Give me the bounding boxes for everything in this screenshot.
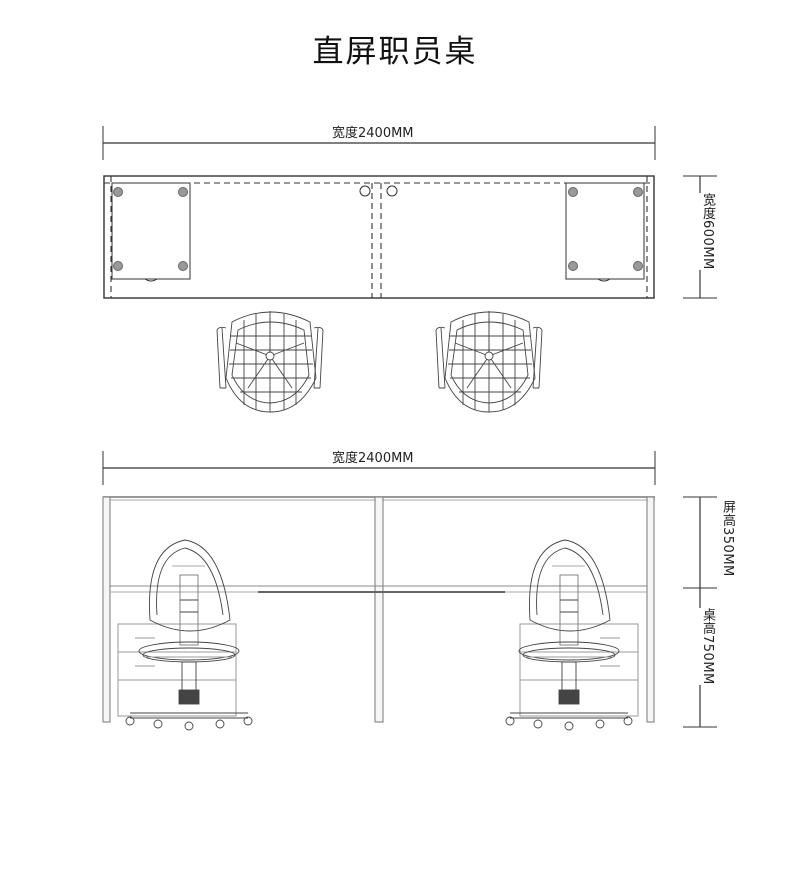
top-width-label: 宽度2400MM xyxy=(329,122,417,141)
grommet-right xyxy=(386,185,398,197)
chair-top-right xyxy=(435,311,543,413)
chair-front-left xyxy=(125,539,253,731)
screen-height-label: 屏高350MM xyxy=(715,500,740,577)
front-width-dimension xyxy=(102,451,656,485)
desk-posts xyxy=(102,496,655,723)
desk-top-outline xyxy=(103,175,655,299)
chair-top-left xyxy=(216,311,324,413)
front-width-label: 宽度2400MM xyxy=(329,447,417,466)
front-view xyxy=(102,451,717,731)
top-view xyxy=(102,126,717,413)
pedestal-left xyxy=(111,182,191,282)
hidden-edges xyxy=(104,176,654,298)
top-depth-label: 宽度600MM xyxy=(695,193,720,270)
desk-height-label: 桌高750MM xyxy=(695,608,720,685)
grommet-left xyxy=(359,185,371,197)
pedestal-front-left xyxy=(117,623,237,717)
pedestal-right xyxy=(565,182,645,282)
diagram-title: 直屏职员桌 xyxy=(312,34,478,70)
top-width-dimension xyxy=(102,126,656,160)
chair-front-right xyxy=(505,539,633,731)
